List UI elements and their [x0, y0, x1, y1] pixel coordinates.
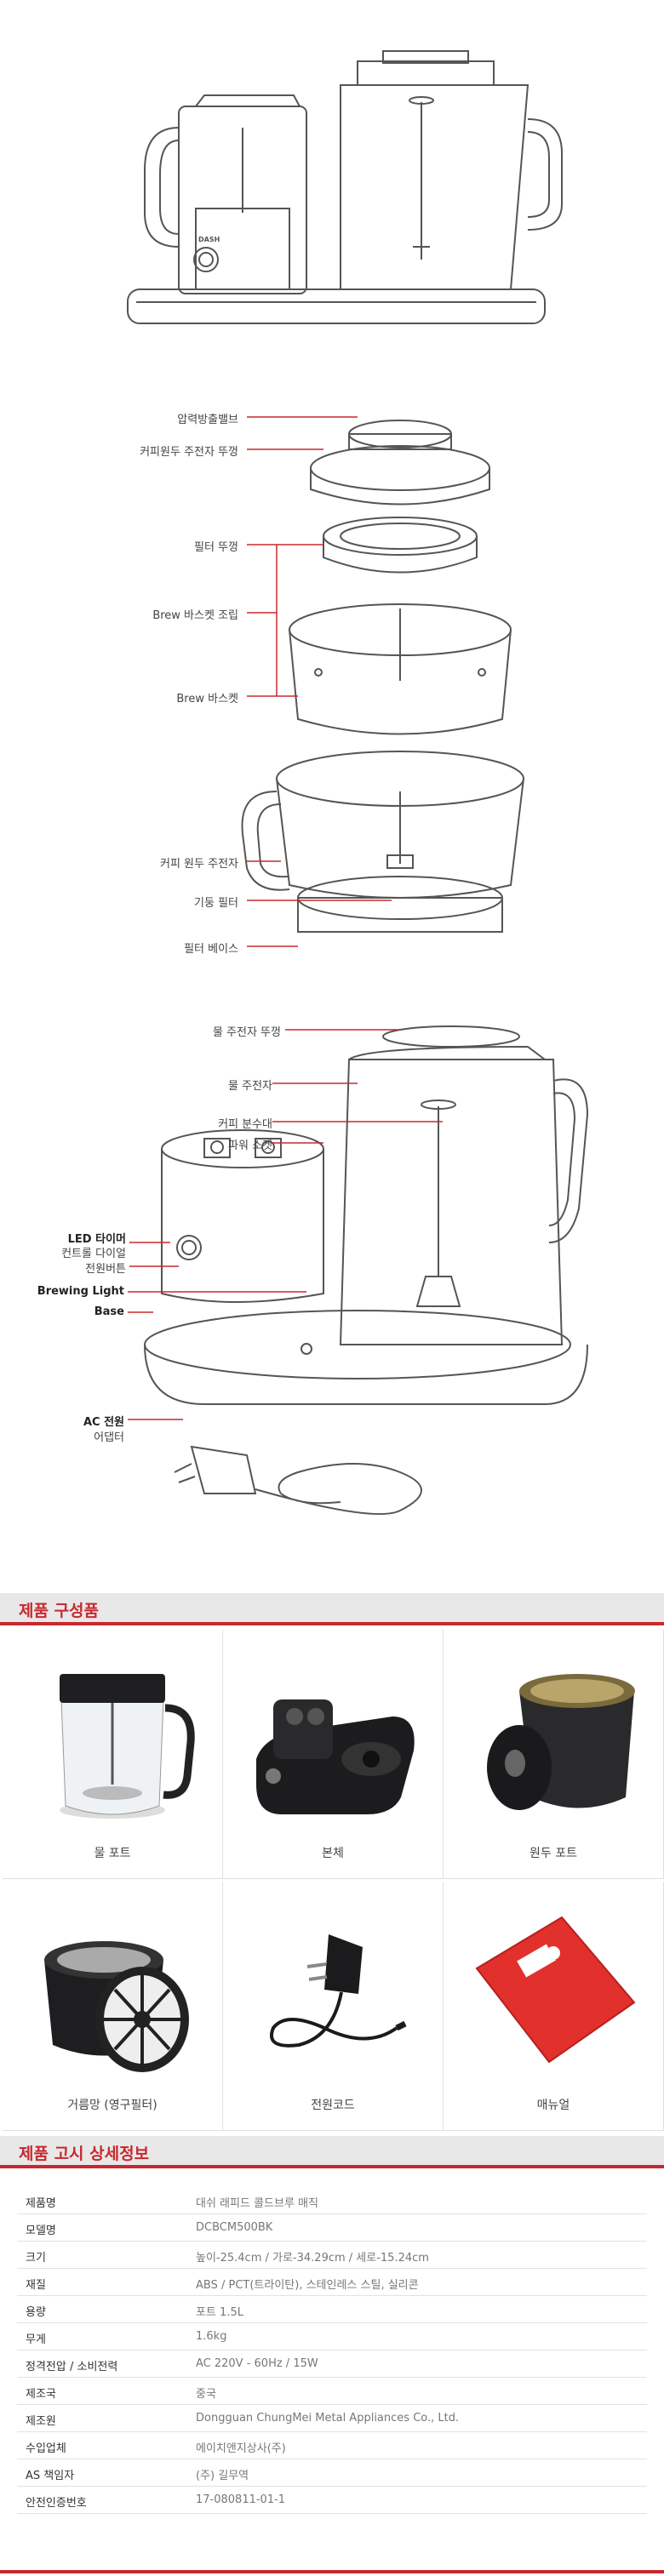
spec-value: 높이-25.4cm / 가로-34.29cm / 세로-15.24cm [196, 2252, 429, 2265]
main-body-image [256, 1699, 415, 1814]
spec-key: 제조원 [26, 2415, 56, 2428]
label-power-button: 전원버튼 [85, 1263, 126, 1276]
manual-image [475, 1916, 636, 2064]
table-row: 재질 ABS / PCT(트라이탄), 스테인레스 스틸, 실리콘 [17, 2269, 647, 2296]
label-filter-base: 필터 베이스 [184, 943, 238, 956]
component-bean-pot: 원두 포트 [444, 1630, 664, 1879]
label-filter-lid: 필터 뚜껑 [194, 541, 238, 554]
specs-title: 제품 고시 상세정보 [19, 2145, 150, 2163]
label-ac-power: AC 전원 [83, 1416, 124, 1429]
label-coffee-fountain: 커피 분수대 [218, 1118, 272, 1131]
table-row: 제조원 Dongguan ChungMei Metal Appliances Co… [17, 2405, 647, 2432]
spec-value: 17-080811-01-1 [196, 2493, 286, 2506]
table-row: AS 책임자 (주) 길무역 [17, 2459, 647, 2487]
component-label: 본체 [322, 1847, 344, 1860]
brand-badge: DASH [198, 236, 220, 243]
table-row: 정격전압 / 소비전력 AC 220V - 60Hz / 15W [17, 2350, 647, 2378]
component-label: 매뉴얼 [536, 2099, 570, 2112]
component-label: 전원코드 [311, 2099, 355, 2112]
specs-section-header: 제품 고시 상세정보 [0, 2136, 664, 2168]
spec-key: 수입업체 [26, 2442, 66, 2455]
spec-value: AC 220V - 60Hz / 15W [196, 2357, 318, 2370]
specs-table: 제품명 대쉬 래피드 콜드브루 매직 모델명 DCBCM500BK 크기 높이-25.… [17, 2187, 647, 2514]
spec-value: 중국 [196, 2388, 216, 2401]
label-led-timer: LED 타이머 [67, 1233, 126, 1246]
spec-key: 용량 [26, 2306, 46, 2319]
spec-key: 안전인증번호 [26, 2497, 87, 2510]
bean-pot-image [487, 1674, 635, 1810]
label-brew-basket-assembly: Brew 바스켓 조립 [152, 609, 238, 622]
label-adapter: 어댑터 [94, 1431, 124, 1444]
spec-value: ABS / PCT(트라이탄), 스테인레스 스틸, 실리콘 [196, 2279, 419, 2292]
spec-value: DCBCM500BK [196, 2221, 273, 2234]
spec-value: 에이치앤지상사(주) [196, 2442, 286, 2455]
table-row: 안전인증번호 17-080811-01-1 [17, 2487, 647, 2514]
label-brewing-light: Brewing Light [37, 1285, 124, 1298]
filter-image [44, 1941, 189, 2072]
spec-key: 제품명 [26, 2197, 56, 2210]
label-column-filter: 기둥 필터 [194, 897, 238, 910]
label-coffee-bean-pot: 커피 원두 주전자 [160, 858, 238, 871]
spec-value: (주) 길무역 [196, 2470, 249, 2482]
table-row: 크기 높이-25.4cm / 가로-34.29cm / 세로-15.24cm [17, 2242, 647, 2269]
table-row: 수입업체 에이치앤지상사(주) [17, 2432, 647, 2459]
label-water-jug-lid: 물 주전자 뚜껑 [212, 1026, 281, 1039]
spec-value: 포트 1.5L [196, 2306, 243, 2319]
label-water-jug: 물 주전자 [228, 1080, 272, 1093]
component-filter: 거름망 (영구필터) [3, 1882, 223, 2131]
components-title: 제품 구성품 [19, 1602, 100, 1620]
label-base: Base [94, 1305, 124, 1318]
component-label: 원두 포트 [529, 1847, 577, 1860]
water-pot-image [60, 1674, 195, 1819]
exploded-coffee-pot-drawing: 압력방출밸브 커피원두 주전자 뚜껑 필터 뚜껑 Brew 바스켓 조립 Bre… [0, 391, 664, 987]
spec-key: 모델명 [26, 2225, 56, 2237]
component-main-body: 본체 [223, 1630, 444, 1879]
label-brew-basket: Brew 바스켓 [176, 693, 238, 705]
label-bean-pot-lid: 커피원두 주전자 뚜껑 [140, 446, 238, 459]
spec-key: 제조국 [26, 2388, 56, 2401]
spec-value: 대쉬 래피드 콜드브루 매직 [196, 2197, 318, 2210]
component-label: 물 포트 [94, 1847, 131, 1860]
label-power-socket: 파워 소켓 [228, 1139, 272, 1152]
spec-value: Dongguan ChungMei Metal Appliances Co., … [196, 2412, 460, 2425]
component-power-cord: 전원코드 [223, 1882, 444, 2131]
table-row: 제조국 중국 [17, 2378, 647, 2405]
spec-key: AS 책임자 [26, 2470, 75, 2482]
spec-key: 크기 [26, 2252, 46, 2265]
table-row: 용량 포트 1.5L [17, 2296, 647, 2323]
spec-value: 1.6kg [196, 2330, 227, 2343]
power-cord-image [270, 1934, 407, 2048]
assembled-product-drawing: DASH [0, 0, 664, 357]
label-pressure-valve: 압력방출밸브 [177, 414, 238, 426]
component-manual: 매뉴얼 [444, 1882, 664, 2131]
spec-key: 재질 [26, 2279, 46, 2292]
components-section-header: 제품 구성품 [0, 1593, 664, 1625]
table-row: 무게 1.6kg [17, 2323, 647, 2350]
table-row: 제품명 대쉬 래피드 콜드브루 매직 [17, 2187, 647, 2214]
footer-rule [0, 2570, 664, 2573]
table-row: 모델명 DCBCM500BK [17, 2214, 647, 2242]
component-label: 거름망 (영구필터) [67, 2099, 157, 2112]
components-grid: 물 포트 본체 원두 포트 [0, 1630, 664, 2132]
spec-key: 정격전압 / 소비전력 [26, 2361, 118, 2373]
label-control-dial: 컨트롤 다이얼 [61, 1248, 126, 1260]
component-water-pot: 물 포트 [3, 1630, 223, 1879]
spec-key: 무게 [26, 2333, 46, 2346]
base-unit-drawing: 물 주전자 뚜껑 물 주전자 커피 분수대 파워 소켓 LED 타이머 컨트롤 … [0, 1013, 664, 1523]
